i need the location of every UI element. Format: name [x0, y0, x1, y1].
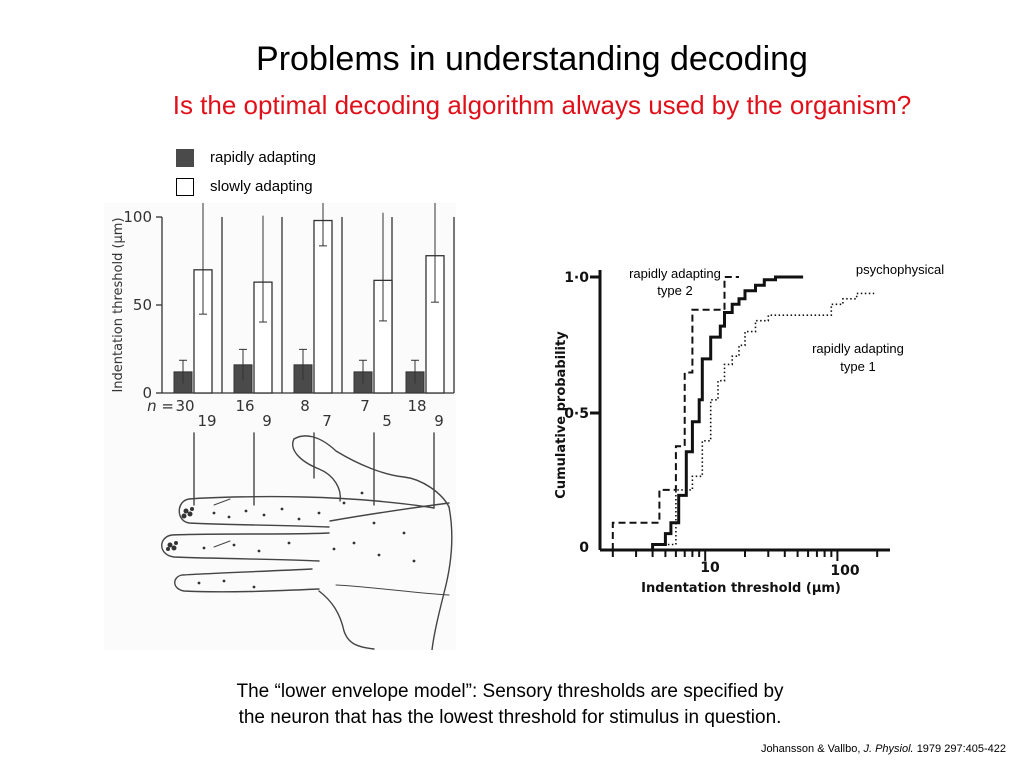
slide-subtitle: Is the optimal decoding algorithm always… — [172, 90, 912, 120]
n-label-rapid: 30 — [175, 397, 194, 415]
cdf-x-ticks — [611, 550, 879, 561]
annotation-type1-line1: rapidly adapting — [812, 341, 904, 356]
citation-journal: J. Physiol. — [863, 743, 914, 755]
legend-item-rapid: rapidly adapting — [176, 143, 316, 172]
cdf-x-axis-label: Indentation threshold (μm) — [641, 581, 841, 596]
legend-swatch-slow — [176, 177, 194, 196]
cdf-y-tick-label: 1·0 — [564, 270, 589, 286]
slide-title: Problems in understanding decoding — [256, 40, 808, 78]
n-label-slow: 7 — [322, 412, 332, 430]
cdf-x-tick-label: 100 — [830, 563, 859, 579]
legend: rapidly adapting slowly adapting — [176, 143, 316, 201]
bar-slow — [313, 219, 333, 394]
annotation-type2-line1: rapidly adapting — [629, 266, 721, 281]
receptive-field-dots — [166, 491, 416, 589]
annotation-psychophysical: psychophysical — [856, 262, 944, 277]
bar-y-tick-label: 100 — [123, 208, 152, 226]
legend-swatch-rapid — [176, 148, 194, 167]
citation-authors: Johansson & Vallbo, — [760, 743, 861, 755]
n-label-slow: 9 — [434, 412, 444, 430]
threshold-bar-figure: 100 50 0 Indentation threshold (μm) n = … — [104, 203, 456, 650]
n-prefix: n = — [147, 397, 174, 415]
n-label-slow: 9 — [262, 412, 272, 430]
bar-y-axis-label: Indentation threshold (μm) — [111, 217, 126, 392]
legend-label-rapid: rapidly adapting — [210, 149, 316, 166]
n-label-rapid: 7 — [360, 397, 370, 415]
cdf-x-tick-label: 10 — [700, 560, 720, 576]
annotation-type2-line2: type 2 — [657, 283, 692, 298]
n-label-slow: 19 — [197, 412, 216, 430]
citation: Johansson & Vallbo, J. Physiol. 1979 297… — [761, 743, 1006, 755]
n-label-slow: 5 — [382, 412, 392, 430]
cdf-y-tick-label: 0 — [579, 540, 589, 556]
cdf-y-tick-label: 0·5 — [564, 406, 589, 422]
n-label-rapid: 8 — [300, 397, 310, 415]
bar-y-ticks — [156, 216, 162, 394]
hand-drawing — [161, 432, 453, 650]
legend-label-slow: slowly adapting — [210, 178, 313, 195]
cdf-series-solid — [651, 275, 804, 550]
cdf-y-axis-label: Cumulative probability — [554, 331, 569, 499]
n-label-rapid: 16 — [235, 397, 254, 415]
cdf-lines — [611, 275, 875, 550]
cdf-y-ticks — [590, 275, 600, 415]
annotation-type1-line2: type 1 — [840, 359, 875, 374]
caption-line-1: The “lower envelope model”: Sensory thre… — [236, 681, 784, 702]
figure-background — [104, 203, 456, 650]
bar-y-tick-label: 0 — [142, 384, 152, 402]
bar-y-tick-label: 50 — [133, 296, 152, 314]
cdf-series-dashed — [611, 276, 739, 550]
caption-line-2: the neuron that has the lowest threshold… — [238, 707, 782, 728]
cdf-series-dotted — [664, 292, 875, 550]
caption: The “lower envelope model”: Sensory thre… — [160, 679, 860, 731]
bar-marks — [173, 203, 445, 394]
cdf-axes — [598, 270, 890, 552]
n-label-rapid: 18 — [407, 397, 426, 415]
legend-item-slow: slowly adapting — [176, 172, 316, 201]
citation-details: 1979 297:405-422 — [916, 743, 1006, 755]
cumulative-probability-figure: 1·0 0·5 0 Cumulative probability 10 100 … — [554, 262, 944, 596]
